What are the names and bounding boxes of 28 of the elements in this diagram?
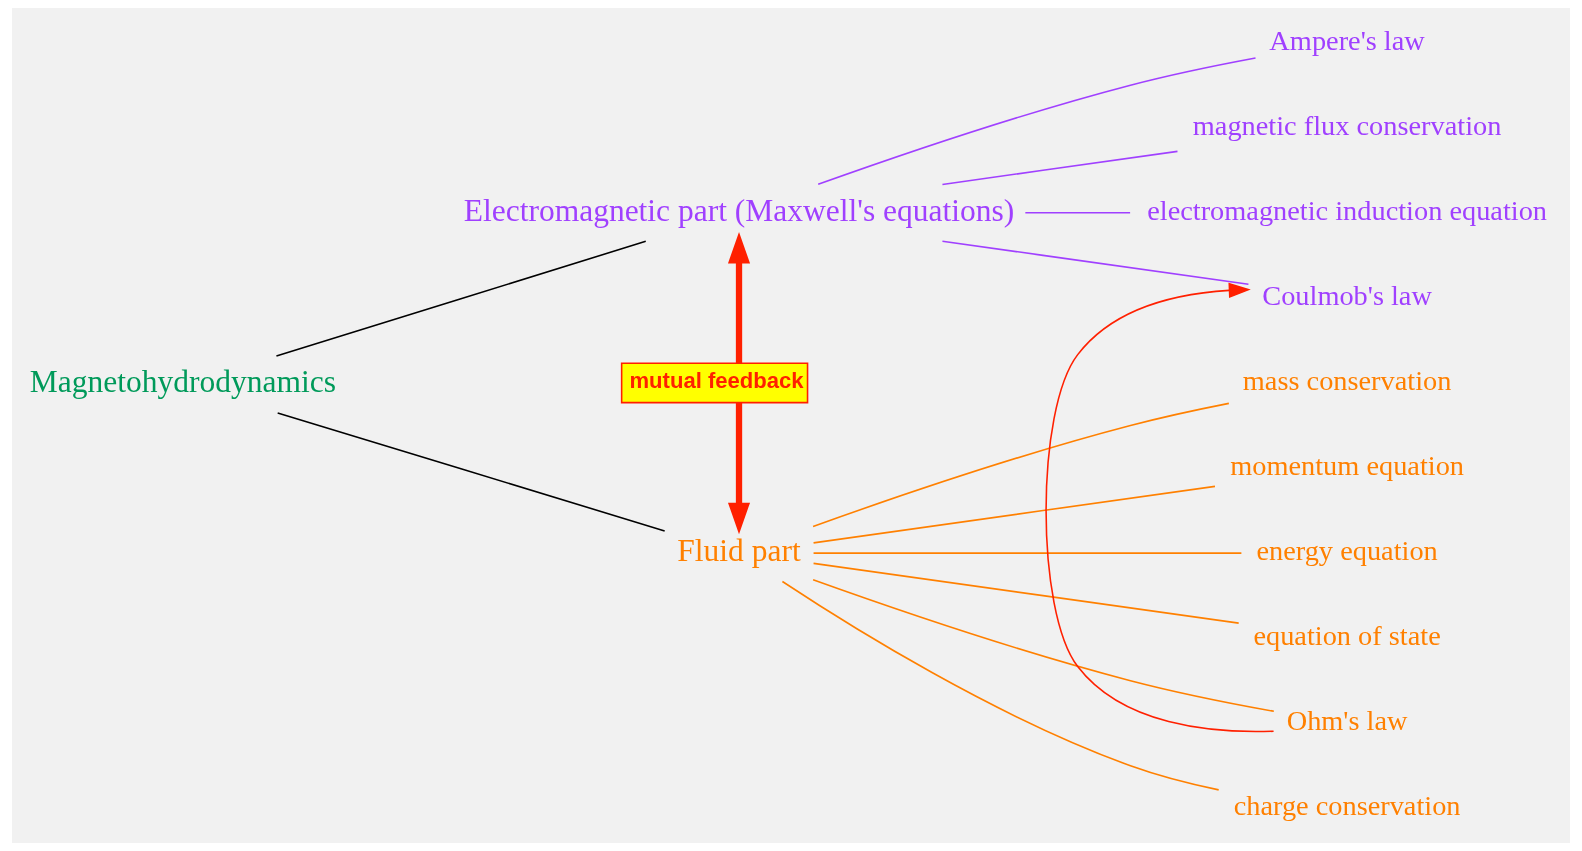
node-text: Coulmob's law bbox=[1262, 279, 1432, 311]
edge-label: mutual feedback bbox=[629, 368, 804, 394]
connector bbox=[941, 240, 1250, 286]
connector bbox=[781, 580, 1220, 791]
connector bbox=[812, 485, 1216, 544]
arrow bbox=[727, 231, 751, 535]
connector bbox=[817, 57, 1257, 186]
node-text: momentum equation bbox=[1230, 449, 1464, 481]
connector bbox=[812, 402, 1230, 528]
node-text: Ohm's law bbox=[1286, 705, 1408, 737]
node-text: Magnetohydrodynamics bbox=[29, 364, 337, 400]
connector bbox=[812, 562, 1240, 624]
node-text: energy equation bbox=[1256, 535, 1438, 567]
node-text: charge conservation bbox=[1233, 790, 1461, 822]
connector bbox=[941, 150, 1179, 186]
connector bbox=[1024, 212, 1131, 214]
connector bbox=[812, 552, 1243, 554]
node-text: Electromagnetic part (Maxwell's equations) bbox=[463, 192, 1015, 228]
connector bbox=[812, 578, 1275, 713]
node-text: electromagnetic induction equation bbox=[1147, 194, 1548, 226]
connector bbox=[276, 412, 666, 532]
arrow bbox=[1045, 282, 1275, 733]
node-text: magnetic flux conservation bbox=[1192, 109, 1502, 141]
node-text: equation of state bbox=[1253, 620, 1441, 652]
node-text: mass conservation bbox=[1242, 364, 1452, 396]
node-text: Ampere's law bbox=[1269, 24, 1425, 56]
node-text: Fluid part bbox=[677, 532, 801, 568]
connector bbox=[275, 240, 647, 357]
